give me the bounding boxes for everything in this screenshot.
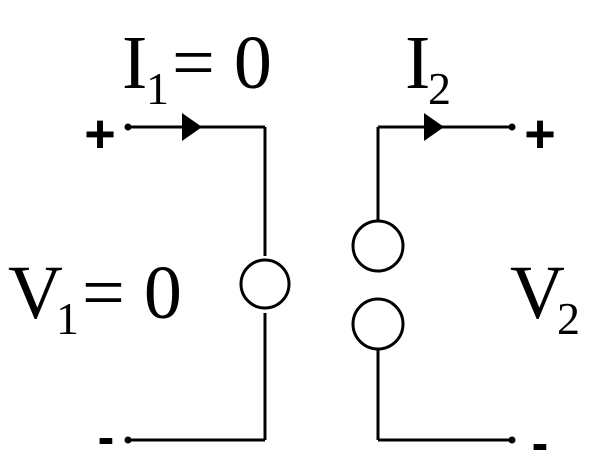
v1-label: V1= 0 <box>8 251 182 344</box>
right-minus-sign: - <box>532 415 549 471</box>
left-source-circle <box>239 258 291 310</box>
i2-arrow-icon <box>424 113 444 141</box>
left-top-terminal <box>124 123 132 131</box>
left-minus-sign: - <box>98 409 115 465</box>
i2-label: I2 <box>405 21 451 114</box>
right-source-circle-lower <box>351 297 405 351</box>
right-source-circle-upper <box>351 219 405 273</box>
right-top-terminal <box>508 123 516 131</box>
v2-label: V2 <box>510 251 580 344</box>
left-bottom-terminal <box>124 436 132 444</box>
i1-arrow-icon <box>182 113 202 141</box>
i1-label: I1= 0 <box>122 21 272 114</box>
left-plus-sign: + <box>84 104 116 164</box>
right-bottom-terminal <box>508 436 516 444</box>
right-port-circuit <box>351 125 512 442</box>
right-plus-sign: + <box>524 104 556 164</box>
left-port-circuit <box>128 125 291 442</box>
